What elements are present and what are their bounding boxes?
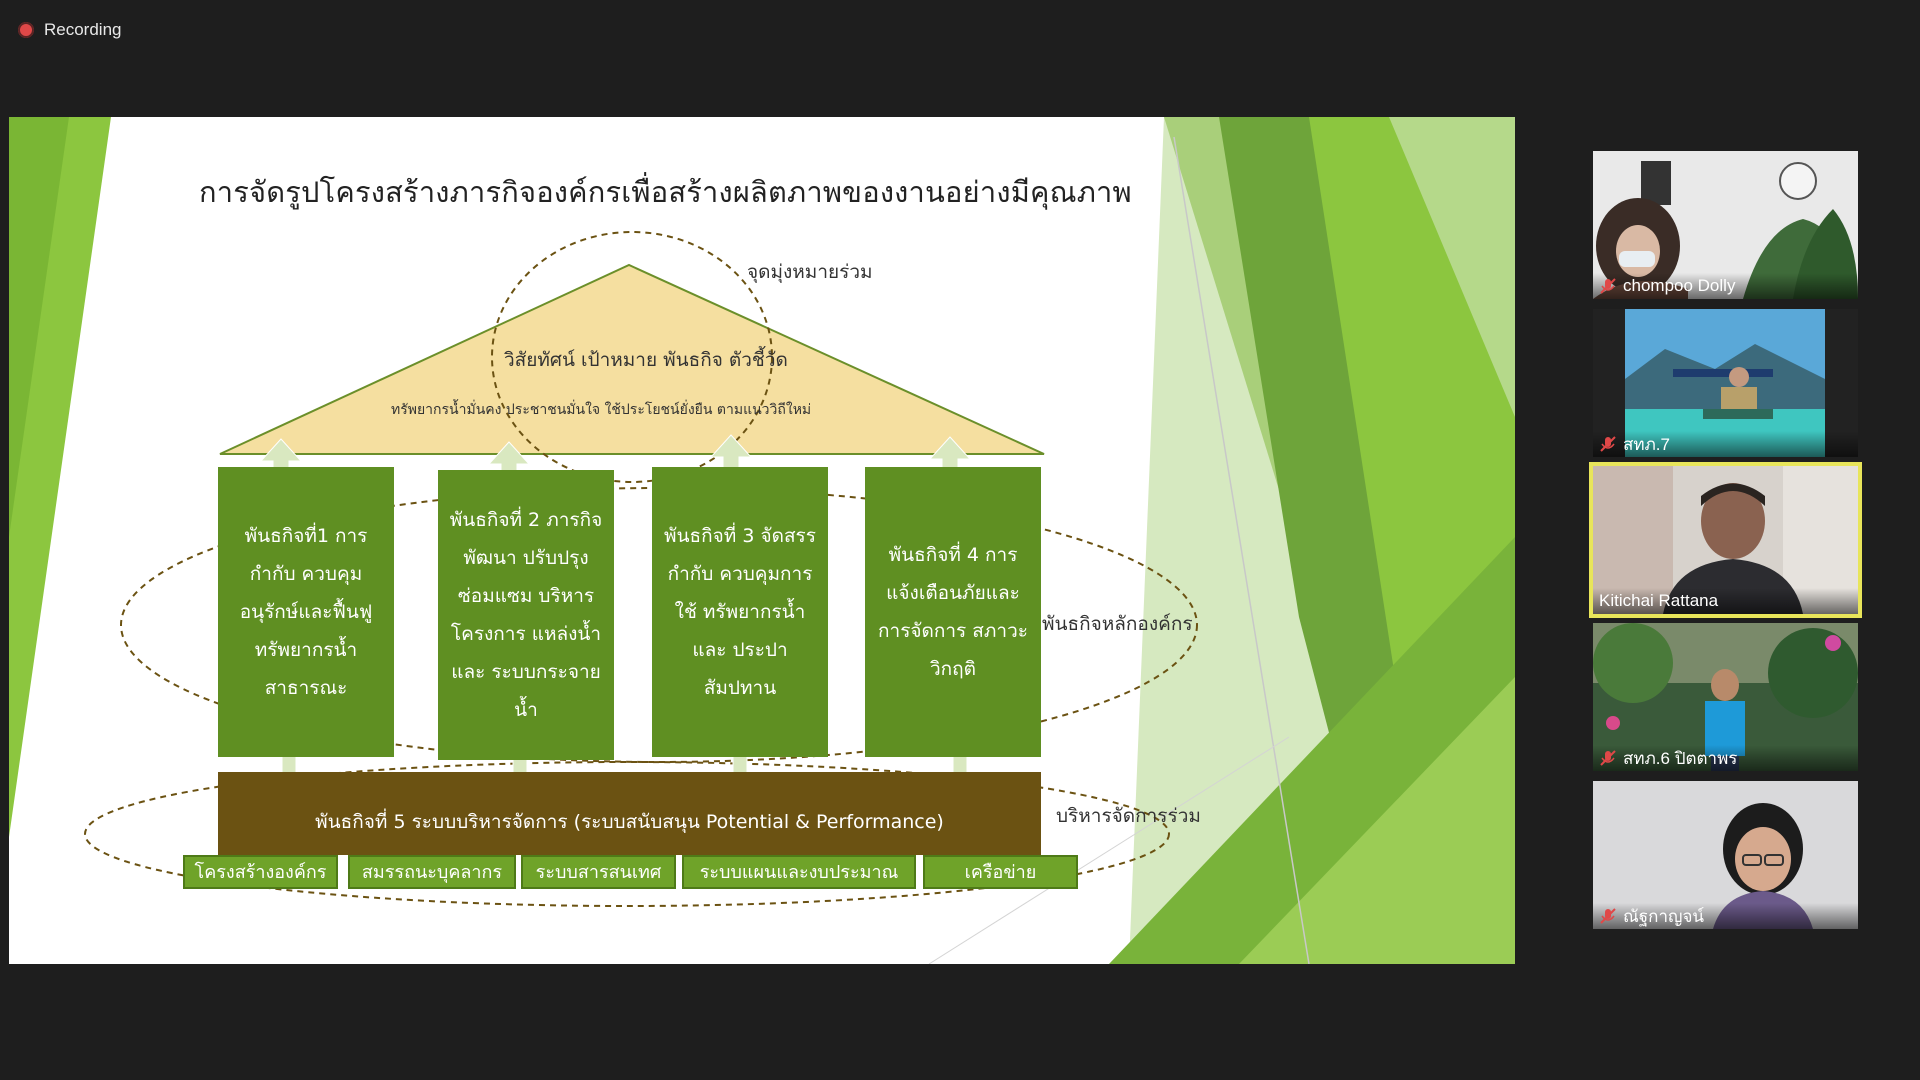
sub-item-network: เครือข่าย: [923, 855, 1078, 889]
participant-tile[interactable]: สทภ.6 ปิตตาพร: [1593, 623, 1858, 771]
roof-mission-text: ทรัพยากรน้ำมั่นคง ประชาชนมั่นใจ ใช้ประโย…: [391, 402, 812, 418]
participant-nameplate: สทภ.7: [1593, 431, 1858, 457]
recording-dot-icon: [18, 22, 34, 38]
participant-name: สทภ.6 ปิตตาพร: [1623, 748, 1738, 768]
pillar-mission-2: พันธกิจที่ 2 ภารกิจพัฒนา ปรับปรุง ซ่อมแซ…: [438, 470, 614, 760]
participant-name: chompoo Dolly: [1623, 276, 1736, 295]
participant-tile[interactable]: chompoo Dolly: [1593, 151, 1858, 299]
participant-tile[interactable]: สทภ.7: [1593, 309, 1858, 457]
pillar-mission-3: พันธกิจที่ 3 จัดสรร กำกับ ควบคุมการใช้ ท…: [652, 467, 828, 757]
base-mission-5: พันธกิจที่ 5 ระบบบริหารจัดการ (ระบบสนับส…: [218, 772, 1041, 855]
participant-nameplate: Kitichai Rattana: [1593, 588, 1858, 614]
muted-microphone-icon: [1599, 435, 1617, 453]
participant-nameplate: chompoo Dolly: [1593, 273, 1858, 299]
slide-title: การจัดรูปโครงสร้างภารกิจองค์กรเพื่อสร้าง…: [199, 175, 1132, 209]
participant-tile-active-speaker[interactable]: Kitichai Rattana: [1589, 462, 1862, 618]
shared-slide: การจัดรูปโครงสร้างภารกิจองค์กรเพื่อสร้าง…: [9, 117, 1515, 964]
roof-vision-text: วิสัยทัศน์ เป้าหมาย พันธกิจ ตัวชี้วัด: [504, 349, 788, 371]
muted-microphone-icon: [1599, 277, 1617, 295]
participant-nameplate: ณัฐกาญจน์: [1593, 903, 1858, 929]
muted-microphone-icon: [1599, 749, 1617, 767]
shared-management-label: บริหารจัดการร่วม: [1056, 805, 1201, 827]
participant-tile[interactable]: ณัฐกาญจน์: [1593, 781, 1858, 929]
sub-item-org-structure: โครงสร้างองค์กร: [183, 855, 338, 889]
goal-label: จุดมุ่งหมายร่วม: [747, 261, 873, 283]
sub-item-plan-budget: ระบบแผนและงบประมาณ: [682, 855, 916, 889]
sub-item-competency: สมรรถนะบุคลากร: [348, 855, 516, 889]
pillar-mission-4: พันธกิจที่ 4 การ แจ้งเตือนภัยและ การจัดก…: [865, 467, 1041, 757]
pillar-mission-1: พันธกิจที่1 การกำกับ ควบคุม อนุรักษ์และฟ…: [218, 467, 394, 757]
muted-microphone-icon: [1599, 907, 1617, 925]
participant-name: ณัฐกาญจน์: [1623, 906, 1705, 926]
recording-indicator[interactable]: Recording: [18, 18, 122, 42]
recording-label: Recording: [44, 20, 122, 39]
participant-nameplate: สทภ.6 ปิตตาพร: [1593, 745, 1858, 771]
participant-name: Kitichai Rattana: [1599, 591, 1719, 610]
sub-item-info-system: ระบบสารสนเทศ: [521, 855, 676, 889]
core-mission-label: พันธกิจหลักองค์กร: [1042, 613, 1193, 635]
base-mission-text: พันธกิจที่ 5 ระบบบริหารจัดการ (ระบบสนับส…: [315, 811, 944, 833]
participant-name: สทภ.7: [1623, 434, 1670, 454]
